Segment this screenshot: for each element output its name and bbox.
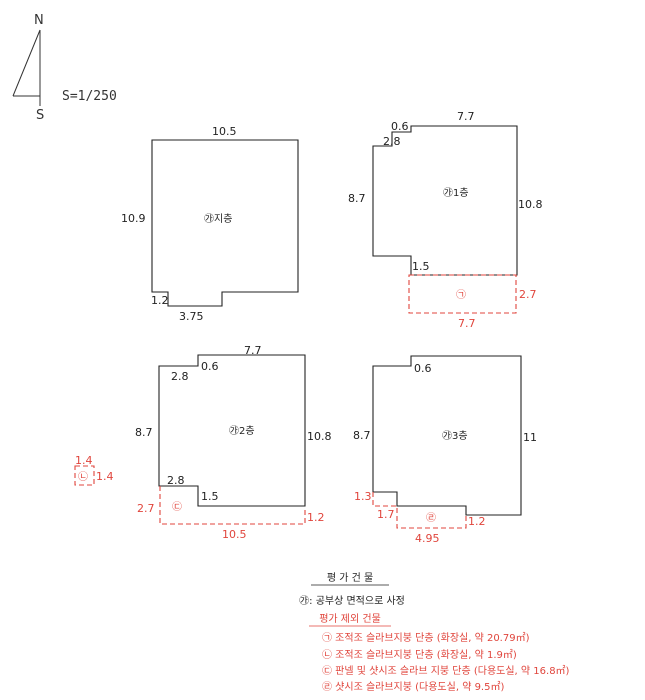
f1-dim-left: 8.7 [348,192,366,205]
f2-ext-dim-bottom: 10.5 [222,528,247,541]
floor-3: ㉮3층 0.6 8.7 11 ㉣ 1.3 1.7 1.2 4.95 [353,355,537,545]
f3-ext-dim-left-inner: 1.7 [377,508,395,521]
small-unit-mark: ㉡ [78,471,88,483]
f1-dim-top: 7.7 [457,110,475,123]
legend-note: ㉮: 공부상 면적으로 사정 [299,595,405,607]
basement-dim-notch-side: 1.2 [151,294,169,307]
f1-ext-dim-right: 2.7 [519,288,537,301]
f1-dim-right: 10.8 [518,198,543,211]
f2-dim-left: 8.7 [135,426,153,439]
f1-dim-step-top: 0.6 [391,120,409,133]
legend-item: ㉠ 조적조 슬라브지붕 단층 (화장실, 약 20.79㎡) [322,632,530,644]
basement-label: ㉮지층 [204,213,232,225]
legend-excluded-title: 평가 제외 건물 [319,613,381,625]
f2-excluded-mark: ㉢ [172,501,182,513]
f2-dim-inner-bottom: 1.5 [201,490,219,503]
f3-excluded-area [372,492,467,529]
f1-ext-dim-bottom: 7.7 [458,317,476,330]
compass-south-label: S [36,108,44,123]
legend-item: ㉡ 조적조 슬라브지붕 단층 (화장실, 약 1.9㎡) [322,649,517,661]
f2-label: ㉮2층 [229,425,255,437]
f3-outline [372,355,522,516]
basement-dim-notch-bottom: 3.75 [179,310,204,323]
legend-item: ㉣ 샷시조 슬라브지붕 (다용도실, 약 9.5㎡) [322,681,504,693]
f2-dim-inner-side: 2.8 [167,474,185,487]
f1-label: ㉮1층 [443,187,469,199]
f3-ext-dim-bottom: 4.95 [415,532,440,545]
basement-dim-left: 10.9 [121,212,146,225]
basement-outline [151,139,299,307]
legend: 평 가 건 물 ㉮: 공부상 면적으로 사정 평가 제외 건물 ㉠ 조적조 슬라… [299,572,569,693]
f1-dim-inner-bottom: 1.5 [412,260,430,273]
compass: N S S=1/250 [12,13,117,123]
small-excluded-unit: ㉡ 1.4 1.4 [74,454,114,486]
basement-dim-top: 10.5 [212,125,237,138]
f2-ext-dim-right: 1.2 [307,511,325,524]
f2-outline [158,354,306,507]
legend-title: 평 가 건 물 [327,572,373,584]
small-unit-outline [74,465,95,486]
f1-excluded-mark: ㉠ [456,289,466,301]
small-unit-dim-side: 1.4 [96,470,114,483]
compass-needle-diag [12,29,41,97]
f3-dim-step-top: 0.6 [414,362,432,375]
f3-ext-dim-right: 1.2 [468,515,486,528]
f3-dim-left: 8.7 [353,429,371,442]
f2-excluded-area [159,486,306,525]
small-unit-dim-top: 1.4 [75,454,93,467]
f2-dim-top: 7.7 [244,344,262,357]
f2-dim-step-top: 0.6 [201,360,219,373]
f1-dim-step-side: 2.8 [383,135,401,148]
f3-label: ㉮3층 [442,430,468,442]
f1-outline [372,125,518,276]
scale-label: S=1/250 [62,89,117,104]
f2-ext-dim-left: 2.7 [137,502,155,515]
floor-1: ㉮1층 0.6 7.7 2.8 8.7 10.8 1.5 ㉠ 2.7 7.7 [348,110,543,330]
f3-ext-dim-left-outer: 1.3 [354,490,372,503]
floor-2: ㉮2층 7.7 2.8 0.6 8.7 10.8 2.8 1.5 ㉢ 2.7 1… [135,344,332,541]
legend-item: ㉢ 판넬 및 샷시조 슬라브 지붕 단층 (다용도실, 약 16.8㎡) [322,665,570,677]
floor-basement: ㉮지층 10.5 10.9 1.2 3.75 [121,125,299,323]
f3-dim-right: 11 [523,431,537,444]
f2-dim-step-side: 2.8 [171,370,189,383]
compass-north-label: N [34,13,44,28]
f3-excluded-mark: ㉣ [426,512,436,524]
f2-dim-right: 10.8 [307,430,332,443]
